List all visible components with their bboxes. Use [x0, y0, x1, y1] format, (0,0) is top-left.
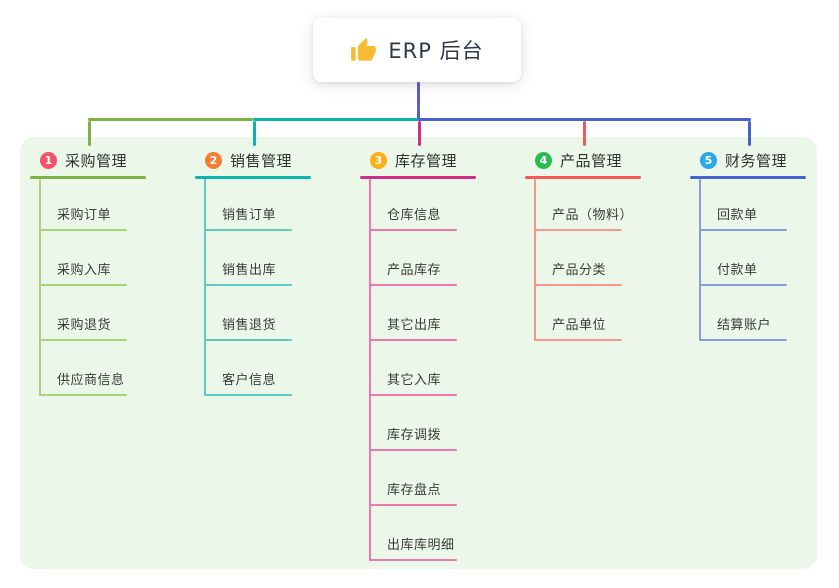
- branch-spine-1: [39, 179, 41, 396]
- branch-underline-3: [360, 176, 476, 179]
- child-node-4-2[interactable]: 产品分类: [552, 263, 607, 278]
- child-underline-5-2: [699, 284, 787, 286]
- branch-title-3[interactable]: 3 库存管理: [370, 149, 457, 171]
- child-underline-3-3: [369, 339, 457, 341]
- connector-branch-drop-3: [418, 121, 421, 146]
- branch-title-4[interactable]: 4 产品管理: [535, 149, 622, 171]
- branch-underline-4: [525, 176, 641, 179]
- branch-badge-4: 4: [535, 151, 552, 169]
- child-node-3-7[interactable]: 出库库明细: [387, 538, 455, 553]
- child-node-3-4[interactable]: 其它入库: [387, 373, 442, 388]
- child-node-5-2[interactable]: 付款单: [717, 263, 758, 278]
- child-node-1-3[interactable]: 采购退货: [57, 318, 112, 333]
- root-node[interactable]: ERP 后台: [313, 18, 521, 82]
- connector-bus-right: [418, 118, 751, 121]
- branch-badge-5: 5: [700, 151, 717, 169]
- thumb-up-icon: [351, 37, 377, 61]
- child-node-1-2[interactable]: 采购入库: [57, 263, 112, 278]
- child-underline-5-1: [699, 229, 787, 231]
- root-node-label: ERP 后台: [388, 39, 484, 63]
- child-underline-3-5: [369, 449, 457, 451]
- connector-branch-drop-5: [748, 121, 751, 146]
- connector-root-drop: [417, 82, 420, 121]
- child-underline-3-6: [369, 504, 457, 506]
- branches-panel: [20, 137, 817, 569]
- child-underline-2-2: [204, 284, 292, 286]
- child-node-3-2[interactable]: 产品库存: [387, 263, 442, 278]
- branch-underline-5: [690, 176, 806, 179]
- child-node-2-2[interactable]: 销售出库: [222, 263, 277, 278]
- branch-underline-1: [30, 176, 146, 179]
- child-node-2-1[interactable]: 销售订单: [222, 208, 277, 223]
- child-node-5-1[interactable]: 回款单: [717, 208, 758, 223]
- branch-label-2: 销售管理: [230, 151, 293, 170]
- branch-title-5[interactable]: 5 财务管理: [700, 149, 787, 171]
- connector-bus-middle: [253, 118, 418, 121]
- connector-branch-drop-4: [583, 121, 586, 146]
- child-underline-4-1: [534, 229, 622, 231]
- child-underline-3-7: [369, 559, 457, 561]
- child-underline-3-1: [369, 229, 457, 231]
- branch-label-4: 产品管理: [560, 151, 623, 170]
- connector-bus-left: [88, 118, 253, 121]
- child-underline-1-1: [39, 229, 127, 231]
- child-underline-5-3: [699, 339, 787, 341]
- child-node-5-3[interactable]: 结算账户: [717, 318, 772, 333]
- child-node-2-4[interactable]: 客户信息: [222, 373, 277, 388]
- branch-underline-2: [195, 176, 311, 179]
- child-node-3-1[interactable]: 仓库信息: [387, 208, 442, 223]
- child-node-1-4[interactable]: 供应商信息: [57, 373, 125, 388]
- branch-badge-2: 2: [205, 151, 222, 169]
- child-node-3-6[interactable]: 库存盘点: [387, 483, 442, 498]
- connector-branch-drop-2: [253, 121, 256, 146]
- branch-spine-5: [699, 179, 701, 341]
- child-node-3-3[interactable]: 其它出库: [387, 318, 442, 333]
- child-node-2-3[interactable]: 销售退货: [222, 318, 277, 333]
- child-underline-2-4: [204, 394, 292, 396]
- child-node-4-3[interactable]: 产品单位: [552, 318, 607, 333]
- connector-branch-drop-1: [88, 121, 91, 146]
- branch-title-1[interactable]: 1 采购管理: [40, 149, 127, 171]
- branch-spine-4: [534, 179, 536, 341]
- branch-label-3: 库存管理: [395, 151, 458, 170]
- child-underline-1-4: [39, 394, 127, 396]
- child-underline-3-2: [369, 284, 457, 286]
- child-node-1-1[interactable]: 采购订单: [57, 208, 112, 223]
- branch-spine-3: [369, 179, 371, 561]
- child-underline-4-3: [534, 339, 622, 341]
- child-underline-1-3: [39, 339, 127, 341]
- child-underline-2-3: [204, 339, 292, 341]
- branch-badge-1: 1: [40, 151, 57, 169]
- branch-spine-2: [204, 179, 206, 396]
- child-underline-3-4: [369, 394, 457, 396]
- child-node-4-1[interactable]: 产品（物料）: [552, 208, 634, 223]
- branch-label-5: 财务管理: [725, 151, 788, 170]
- child-underline-4-2: [534, 284, 622, 286]
- branch-title-2[interactable]: 2 销售管理: [205, 149, 292, 171]
- child-underline-2-1: [204, 229, 292, 231]
- branch-badge-3: 3: [370, 151, 387, 169]
- child-node-3-5[interactable]: 库存调拨: [387, 428, 442, 443]
- branch-label-1: 采购管理: [65, 151, 128, 170]
- child-underline-1-2: [39, 284, 127, 286]
